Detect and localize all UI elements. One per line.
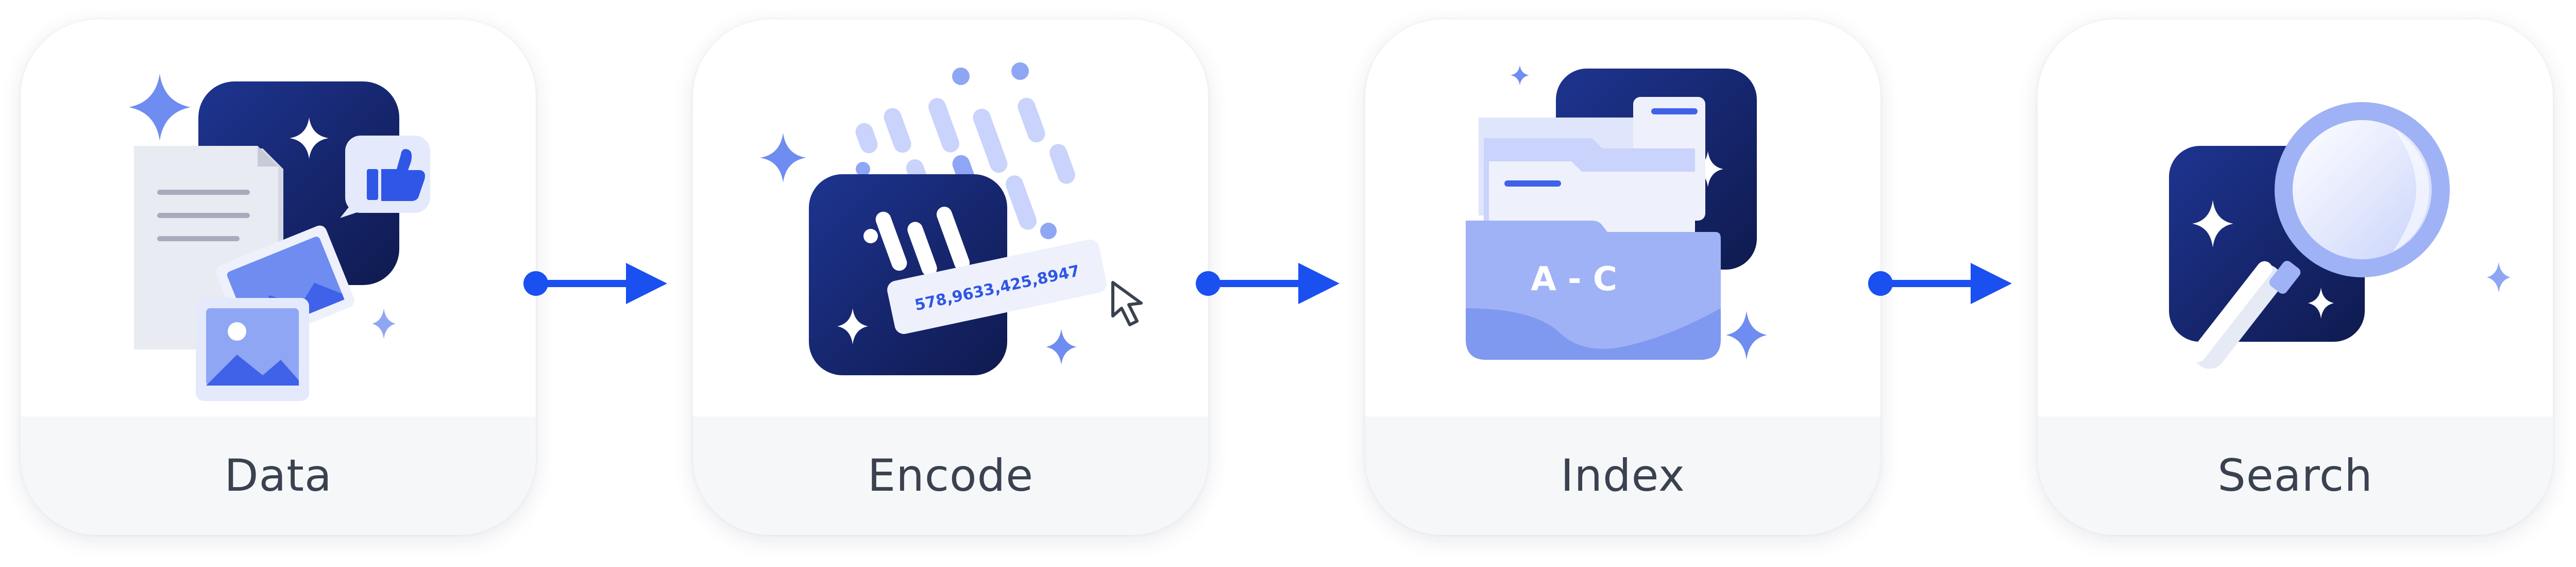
data-icon — [129, 74, 430, 401]
index-icon: A - C — [1466, 65, 1767, 360]
step-label-encode: Encode — [867, 450, 1034, 502]
step-label-data: Data — [224, 450, 332, 502]
step-card-index: A - C Index — [1365, 20, 1880, 535]
arrow-connector-1 — [523, 263, 667, 304]
step-footer: Encode — [693, 416, 1208, 535]
step-footer: Search — [2038, 416, 2553, 535]
folder-tab-text: A - C — [1531, 260, 1617, 298]
search-icon — [2169, 102, 2511, 369]
step-label-index: Index — [1561, 450, 1685, 502]
arrow-connector-2 — [1196, 263, 1340, 304]
arrow-connector-3 — [1868, 263, 2012, 304]
encode-icon: 578,9633,425,8947 — [760, 62, 1143, 375]
step-label-search: Search — [2217, 450, 2373, 502]
step-card-search: Search — [2038, 20, 2553, 535]
step-footer: Data — [21, 416, 536, 535]
step-footer: Index — [1365, 416, 1880, 535]
step-card-encode: 578,9633,425,8947 Encode — [693, 20, 1208, 535]
step-card-data: Data — [21, 20, 536, 535]
